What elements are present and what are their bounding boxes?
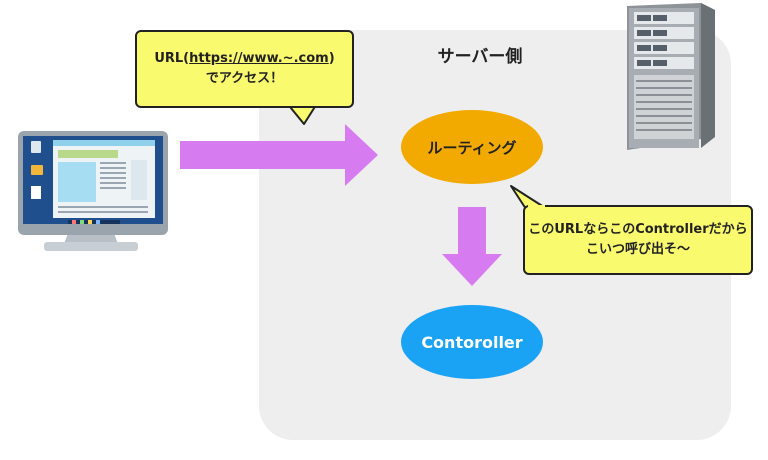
request-arrow (180, 124, 378, 186)
routing-bubble-line1: このURLならこのControllerだから (528, 221, 748, 237)
routing-bubble-line2: こいつ呼び出そ〜 (585, 242, 690, 257)
dispatch-arrow (442, 207, 502, 286)
routing-node: ルーティング (401, 110, 543, 184)
routing-speech-bubble: このURLならこのControllerだから こいつ呼び出そ〜 (523, 205, 753, 275)
routing-label: ルーティング (427, 138, 517, 157)
server-title: サーバー側 (437, 47, 523, 67)
url-text: https://www.~.com (189, 50, 329, 66)
request-bubble-line1: URL(https://www.~.com) (154, 50, 335, 66)
controller-label: Contoroller (421, 332, 523, 352)
request-speech-bubble: URL(https://www.~.com) でアクセス！ (135, 30, 354, 108)
request-bubble-line2: でアクセス！ (205, 71, 284, 86)
controller-node: Contoroller (401, 305, 543, 379)
